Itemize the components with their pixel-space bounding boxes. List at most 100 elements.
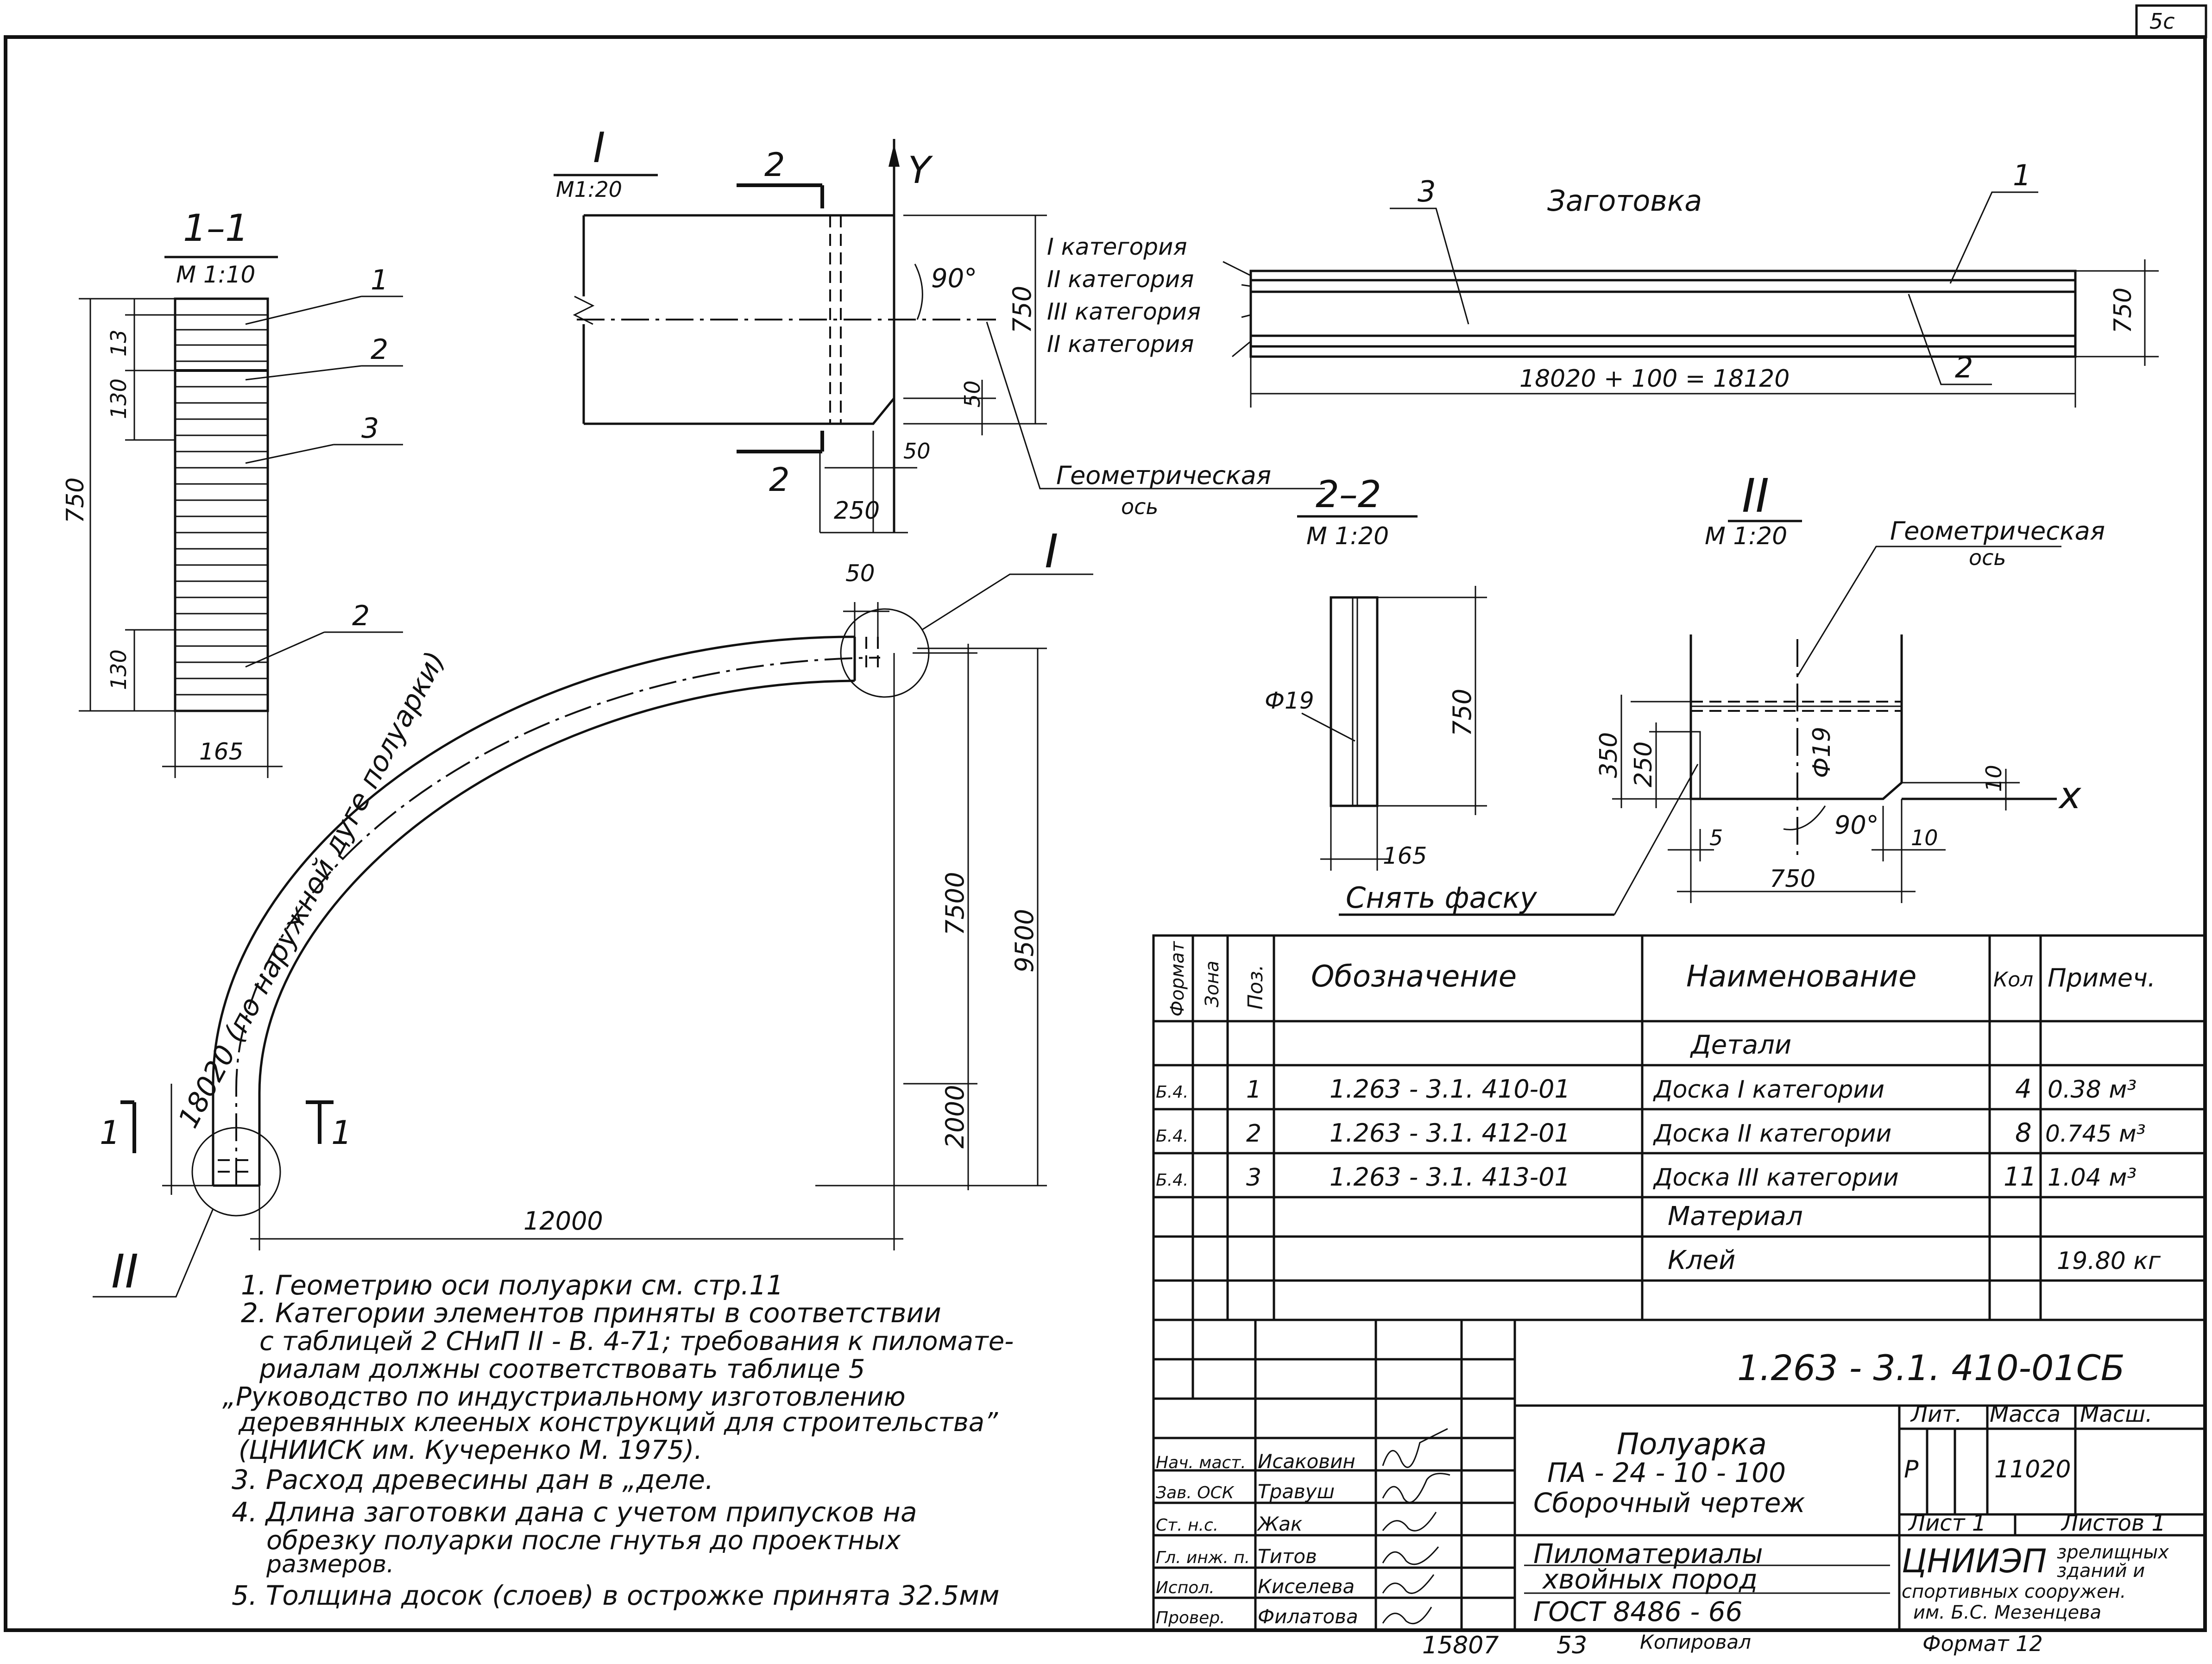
org-short: ЦНИИЭП: [1902, 1542, 2047, 1580]
dim-hole-2-2: Ф19: [1265, 687, 1314, 714]
dim-12000: 12000: [523, 1206, 603, 1236]
dim-5: 5: [1709, 825, 1723, 850]
section-1-1-outline: [174, 297, 269, 712]
bottom-seq: 53: [1557, 1632, 1587, 1659]
org-line-1: зрелищных: [2057, 1542, 2169, 1563]
cat-1: I категория: [1047, 233, 1187, 260]
title-line-2: ПА - 24 - 10 - 100: [1547, 1457, 1786, 1488]
dim-7500: 7500: [940, 872, 970, 936]
bottom-format: Формат 12: [1922, 1631, 2043, 1656]
lit-header: Лит.: [1910, 1401, 1962, 1427]
org-line-2: зданий и: [2057, 1560, 2145, 1582]
row2-designation: 1.263 - 3.1. 412-01: [1330, 1118, 1570, 1148]
hdr-format: Формат: [1167, 941, 1188, 1017]
leader-2: 2: [371, 333, 388, 366]
callout-II: II: [111, 1244, 139, 1299]
note-line-8: 4. Длина заготовки дана с учетом припуск…: [232, 1496, 917, 1528]
material-line-1: Пиломатериалы: [1533, 1538, 1763, 1570]
section-2-2-scale: М 1:20: [1306, 522, 1389, 550]
hdr-name: Наименование: [1686, 960, 1916, 994]
mass-header: Масса: [1990, 1401, 2061, 1427]
blank-leader-3: 3: [1418, 175, 1436, 208]
sheet-frame: [4, 35, 2207, 1632]
org-line-3: спортивных сооружен.: [1902, 1581, 2126, 1602]
leader-2b: 2: [352, 600, 370, 632]
blank-title: Заготовка: [1547, 184, 1702, 218]
staff-4-name: Киселева: [1258, 1575, 1355, 1598]
note-line-6: (ЦНИИСК им. Кучеренко М. 1975).: [239, 1435, 702, 1465]
hdr-zone: Зона: [1202, 961, 1223, 1007]
section-1-1-title: 1–1: [183, 207, 249, 250]
dim-165-2-2: 165: [1383, 842, 1427, 869]
dim-250-II: 250: [1630, 741, 1657, 787]
row2-note: 0.745 м³: [2045, 1120, 2146, 1147]
dim-165: 165: [199, 738, 243, 765]
leader-1: 1: [371, 264, 388, 296]
dim-blank-length: 18020 + 100 = 18120: [1519, 365, 1790, 393]
detail-circle-II: [191, 1127, 281, 1217]
view-I-title: I: [593, 124, 605, 172]
row3-pos: 3: [1246, 1164, 1261, 1192]
chamfer-note: Снять фаску: [1346, 881, 1538, 915]
angle-90-I: 90°: [931, 264, 977, 294]
row2-format: Б.4.: [1156, 1127, 1189, 1146]
staff-3-name: Титов: [1258, 1545, 1317, 1568]
cat-3: III категория: [1047, 298, 1201, 325]
staff-1-name: Травуш: [1258, 1480, 1335, 1503]
spec-table: Формат Зона Поз. Обозначение Наименовани…: [1152, 934, 2206, 1321]
arch-inner: [258, 679, 855, 1186]
row3-designation: 1.263 - 3.1. 413-01: [1330, 1162, 1570, 1192]
axis-x-label: x: [2058, 774, 2082, 817]
section-2-2-outline: [1330, 596, 1379, 807]
row2-qty: 8: [2015, 1118, 2032, 1148]
staff-1-role: Зав. ОСК: [1156, 1483, 1235, 1502]
section-2-2: 2–2 М 1:20 Ф19 750 165 Снять фаску: [1265, 473, 1699, 916]
lit-value: Р: [1904, 1456, 1919, 1483]
signatures: [1382, 1428, 1450, 1625]
doc-code: 1.263 - 3.1. 410-01СБ: [1737, 1347, 2125, 1388]
dim-50-I-a: 50: [960, 380, 985, 408]
view-II-outline: [1689, 634, 1903, 800]
row2-pos: 2: [1246, 1120, 1261, 1148]
cut-2-bottom: 2: [769, 461, 790, 499]
note-line-7: 3. Расход древесины дан в „деле.: [232, 1464, 713, 1495]
row1-pos: 1: [1246, 1076, 1261, 1104]
staff-5-name: Филатова: [1258, 1605, 1358, 1628]
scale-header: Масш.: [2080, 1401, 2152, 1427]
cut-2-top: 2: [764, 146, 785, 184]
dim-hole-II: Ф19: [1808, 727, 1836, 778]
material-line-3: ГОСТ 8486 - 66: [1533, 1596, 1743, 1627]
page-number: 5c: [2149, 9, 2175, 34]
title-block: 1.263 - 3.1. 410-01СБ Полуарка ПА - 24 -…: [1152, 1319, 2206, 1632]
axis-y-label: Y: [908, 149, 933, 192]
dim-50-I-b: 50: [903, 439, 931, 464]
dim-2000: 2000: [940, 1085, 970, 1149]
row1-note: 0.38 м³: [2048, 1076, 2136, 1104]
view-II: II М 1:20 Геометрическая ось x 90°: [1595, 469, 2105, 903]
org-line-4: им. Б.С. Мезенцева: [1913, 1602, 2101, 1623]
dim-9500: 9500: [1010, 909, 1039, 973]
angle-90-II: 90°: [1834, 810, 1879, 840]
staff-3-role: Гл. инж. п.: [1156, 1548, 1250, 1567]
hdr-pos: Поз.: [1244, 965, 1267, 1010]
dim-250-I: 250: [834, 497, 880, 525]
notes: 1. Геометрию оси полуарки см. стр.11 2. …: [222, 1269, 1014, 1611]
geom-axis-I-line2: ось: [1121, 494, 1159, 519]
mass-value: 11020: [1994, 1456, 2071, 1483]
arc-length-label: 18020 (по наружной дуге полуарки): [172, 646, 451, 1133]
section-1-1-scale: М 1:10: [176, 261, 255, 288]
view-I-scale: М1:20: [556, 177, 622, 202]
section-2-2-title: 2–2: [1316, 473, 1381, 516]
row3-qty: 11: [2004, 1162, 2036, 1192]
dim-750-II: 750: [1770, 865, 1815, 893]
title-line-3: Сборочный чертеж: [1533, 1487, 1805, 1519]
row1-name: Доска I категории: [1653, 1076, 1884, 1104]
row3-format: Б.4.: [1156, 1171, 1189, 1190]
material-line-2: хвойных пород: [1542, 1564, 1758, 1595]
callout-I: I: [1045, 524, 1059, 578]
note-line-1: 2. Категории элементов приняты в соответ…: [241, 1297, 941, 1329]
title-line-1: Полуарка: [1617, 1427, 1767, 1462]
arch-outer: [212, 635, 855, 1186]
dim-750-2-2: 750: [1448, 689, 1477, 736]
